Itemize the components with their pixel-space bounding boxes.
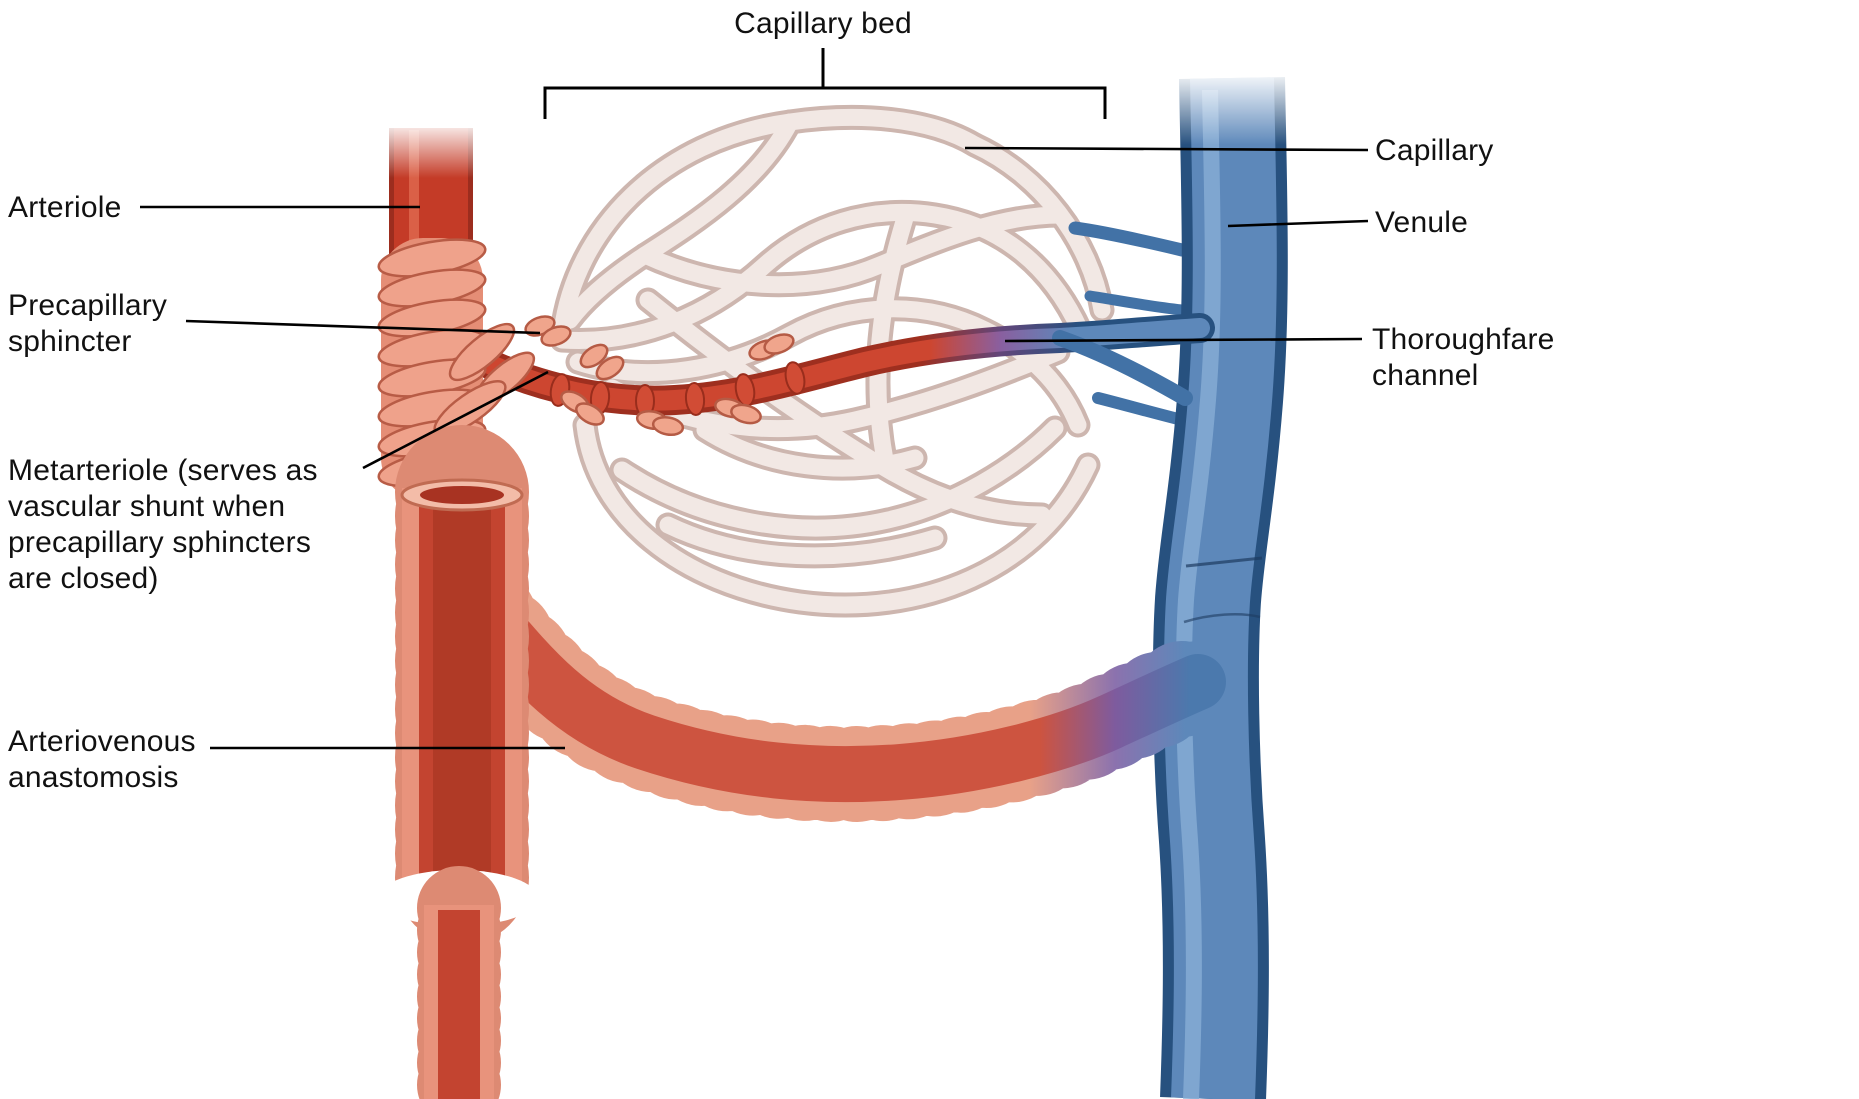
precapillary-sphincter-rings [524,315,795,437]
arteriovenous-anastomosis-label: Arteriovenous anastomosis [8,725,196,794]
metarteriole-label: Metarteriole (serves as vascular shunt w… [8,454,318,595]
arteriovenous-anastomosis-vessel [424,550,1246,823]
capillary-leader-line [964,146,1369,152]
leader-lines [140,146,1369,750]
precapillary-sphincter-leader-line [185,319,541,335]
capillary-venule-junctions [1068,221,1189,426]
venule-vessel [1152,70,1297,1099]
precapillary-sphincter-label: Precapillary sphincter [8,289,168,358]
arteriole-lower-trunk [378,425,538,1099]
venule-label: Venule [1375,206,1468,239]
venule-leader-line [1227,219,1369,228]
thoroughfare-leader-line [1004,337,1363,343]
thoroughfare-channel-label: Thoroughfare channel [1372,323,1555,392]
capillary-label: Capillary [1375,134,1494,167]
arteriole-vessel [377,120,536,500]
arteriole-label: Arteriole [8,191,122,224]
capillary-bed-bracket [543,48,1107,119]
metarteriole-leader-line [362,370,549,470]
thoroughfare-channel-branch [1052,330,1193,406]
capillary-bed-label: Capillary bed [734,7,912,40]
